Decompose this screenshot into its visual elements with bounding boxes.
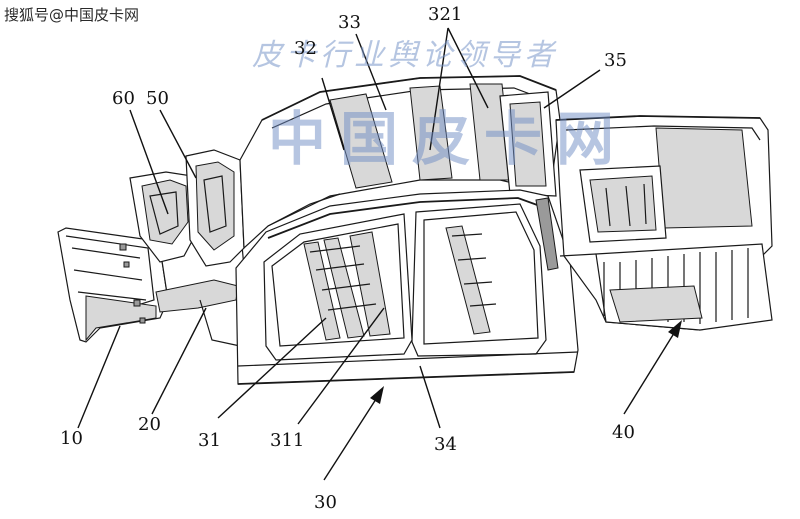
cab-frame-assembly — [235, 75, 579, 385]
callout-321: 321 — [428, 4, 463, 25]
front-bumper-assembly — [57, 227, 169, 343]
leader-lines — [77, 27, 682, 481]
callout-40: 40 — [612, 422, 635, 443]
callout-33: 33 — [338, 12, 361, 33]
callout-35: 35 — [604, 50, 627, 71]
callout-31: 31 — [198, 430, 221, 451]
callout-60: 60 — [112, 88, 135, 109]
source-watermark: 搜狐号@中国皮卡网 — [4, 6, 140, 24]
callout-10: 10 — [60, 428, 83, 449]
callout-32: 32 — [294, 38, 317, 59]
callout-20: 20 — [138, 414, 161, 435]
callout-50: 50 — [146, 88, 169, 109]
watermark-slogan: 皮卡行业舆论领导者 — [252, 38, 558, 73]
callout-311: 311 — [270, 430, 305, 451]
rear-cargo-frame — [555, 115, 773, 331]
callout-30: 30 — [314, 492, 337, 513]
shock-tower-assembly — [129, 149, 245, 267]
watermark-brand: 中国皮卡网 — [268, 105, 629, 173]
callout-34: 34 — [434, 434, 457, 455]
